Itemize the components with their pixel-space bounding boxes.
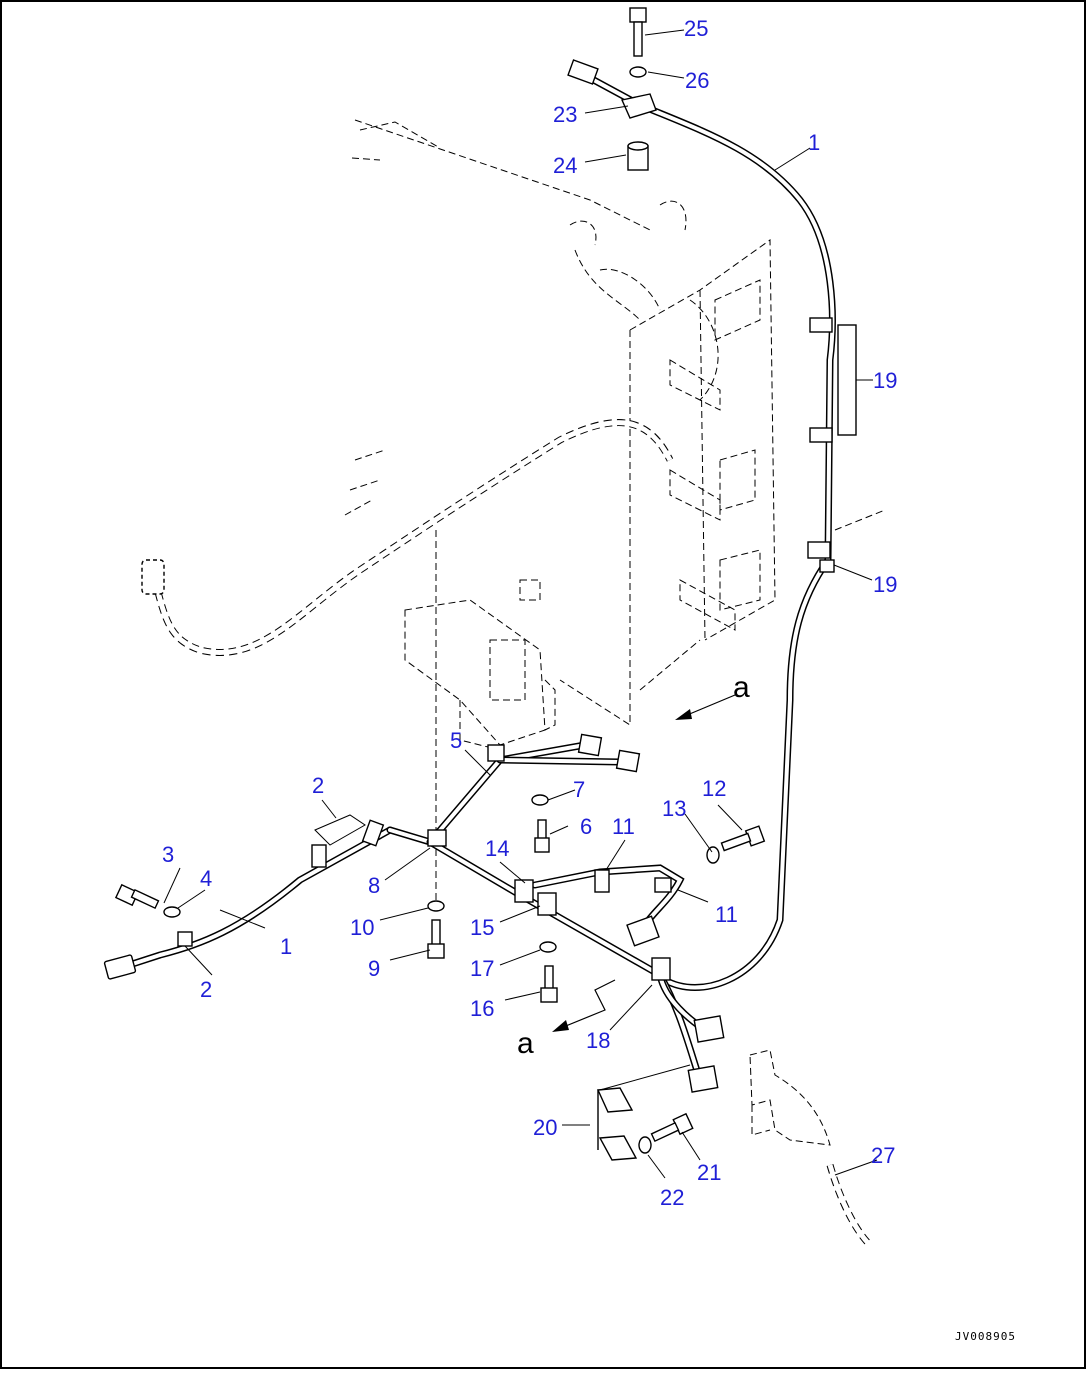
callout-9: 9 [368,956,380,981]
drawing-id: JV008905 [955,1330,1016,1343]
background-cable [141,419,674,656]
part-6-bolt [534,819,550,853]
callout-23: 23 [553,102,577,127]
view-ref-upper: a [733,671,750,704]
callout-25: 25 [684,16,708,41]
callout-19-upper: 19 [873,368,897,393]
callout-6: 6 [580,814,592,839]
callout-1-top: 1 [808,130,820,155]
callout-14: 14 [485,836,509,861]
callout-22: 22 [660,1185,684,1210]
callout-10: 10 [350,915,374,940]
clamp-2-lower [177,931,193,947]
clamp-2-upper [311,844,327,868]
callout-12: 12 [702,776,726,801]
clamp-18 [651,957,671,981]
callout-16: 16 [470,996,494,1021]
callout-18: 18 [586,1028,610,1053]
part-23-clip [621,93,657,119]
callout-19-lower: 19 [873,572,897,597]
part-10-washer [427,900,445,912]
callout-20: 20 [533,1115,557,1140]
lower-harness [103,733,725,1093]
leader-lines [163,29,878,1179]
callout-15: 15 [470,915,494,940]
callout-2-upper: 2 [312,773,324,798]
part-26-washer [629,66,647,78]
part-4-washer [163,906,181,918]
part-9-bolt [427,919,445,959]
part-25-bolt [629,7,647,57]
part-24-spacer [627,141,649,171]
harness-clamps [177,744,672,981]
clamp-19-lower [807,509,886,573]
clamp-11b [654,877,672,893]
callout-11-upper: 11 [612,814,635,839]
part-12-bolt [720,825,766,852]
callout-labels: 25 26 23 24 1 19 19 5 2 7 6 11 13 12 14 … [162,16,1016,1343]
callout-8: 8 [368,873,380,898]
part-22-washer [638,1136,652,1154]
part-20-bracket [596,1087,638,1161]
part-21-bolt [650,1112,694,1143]
callout-3: 3 [162,842,174,867]
callout-27: 27 [871,1143,895,1168]
view-arrow-lower [552,979,616,1032]
callout-17: 17 [470,956,494,981]
view-ref-lower: a [517,1027,534,1060]
callout-5: 5 [450,728,462,753]
callout-11-lower: 11 [715,902,738,927]
callout-1-lower: 1 [280,934,292,959]
clamp-8 [427,829,447,847]
callout-13: 13 [662,796,686,821]
part-27-bracket [749,1049,873,1248]
callout-7: 7 [573,777,585,802]
callout-24: 24 [553,153,577,178]
callout-26: 26 [685,68,709,93]
part-16-bolt [540,965,558,1003]
callout-21: 21 [697,1160,721,1185]
part-17-washer [539,941,557,953]
part-7-washer [531,794,549,806]
clamp-15 [537,892,557,916]
callout-2-lower: 2 [200,977,212,1002]
part-3-bolt [114,883,160,910]
callout-4: 4 [200,866,212,891]
part-13-washer [706,846,720,864]
upper-harness [567,59,836,991]
clamp-14 [514,879,534,903]
view-arrow-upper [675,694,736,720]
clamp-5 [487,744,505,762]
clamp-11a [594,869,610,893]
